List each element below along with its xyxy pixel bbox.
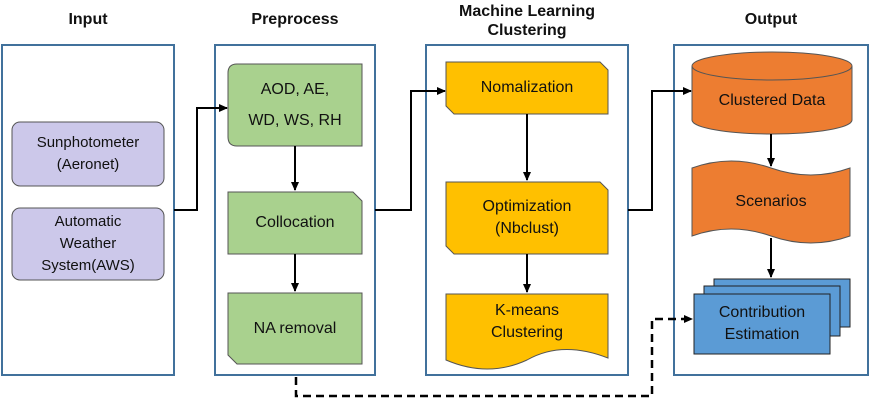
- clustered-data-top: [691, 51, 853, 81]
- output-heading: Output: [744, 11, 798, 28]
- preprocess-heading: Preprocess: [251, 11, 339, 28]
- sunphotometer-label: Sunphotometer (Aeronet): [36, 134, 140, 173]
- na-removal-node: [227, 292, 363, 365]
- normalization-label: Nomalization: [480, 79, 574, 96]
- collocation-node: [227, 191, 363, 255]
- clustered-data-label: Clustered Data: [718, 92, 826, 109]
- collocation-label: Collocation: [255, 214, 335, 231]
- aws-node: [11, 207, 165, 281]
- aws-label: Automatic Weather System(AWS): [41, 213, 135, 274]
- scenarios-label: Scenarios: [735, 193, 807, 210]
- contribution-node: [693, 293, 831, 355]
- input-heading: Input: [68, 11, 108, 28]
- input-to-preprocess-arrow: [174, 104, 228, 211]
- optimization-label: Optimization (Nbclust): [482, 198, 572, 237]
- kmeans-node: [445, 293, 609, 370]
- normalization-node: [445, 61, 609, 115]
- optimization-node: [445, 181, 609, 255]
- contribution-label: Contribution Estimation: [718, 304, 806, 343]
- ml-to-output-arrow: [628, 87, 692, 211]
- kmeans-label: K-means Clustering: [490, 302, 564, 341]
- na-removal-label: NA removal: [253, 319, 337, 337]
- sunphotometer-node: [11, 121, 165, 187]
- variables-label: AOD, AE, WD, WS, RH: [248, 81, 342, 129]
- ml-heading-line1: Machine Learning: [458, 3, 596, 20]
- scenarios-node: [691, 160, 851, 244]
- preprocess-to-ml-arrow: [375, 87, 446, 211]
- ml-heading-line2: Clustering: [487, 22, 567, 39]
- variables-node: [227, 63, 363, 147]
